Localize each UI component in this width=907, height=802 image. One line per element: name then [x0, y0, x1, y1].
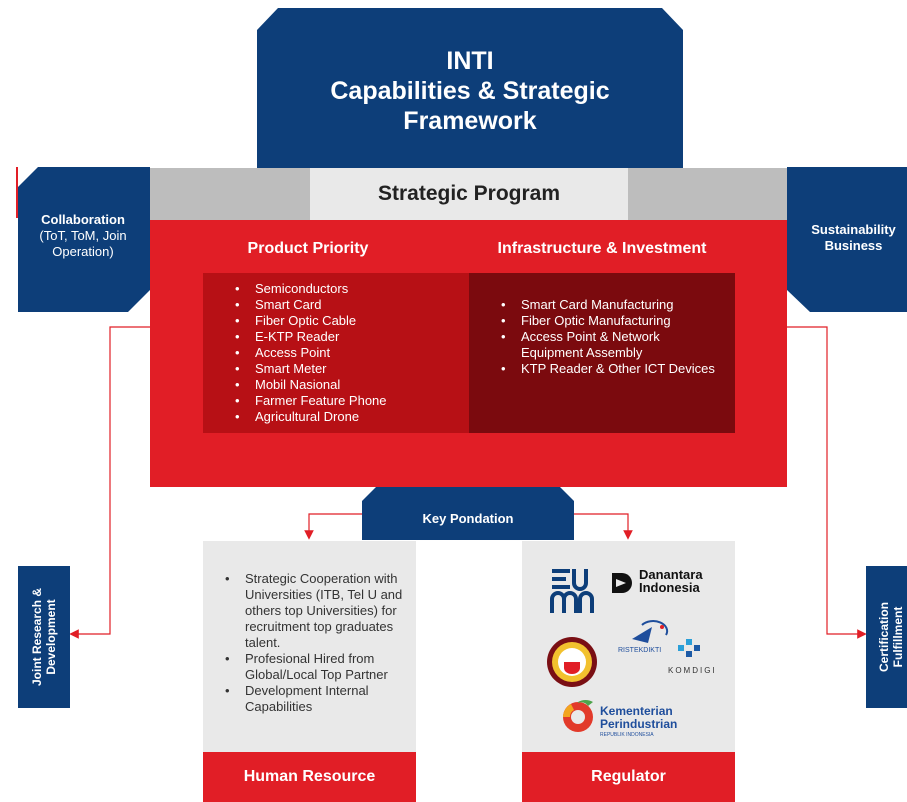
strategic-program-label: Strategic Program — [310, 168, 628, 220]
right-connector-line — [787, 326, 867, 639]
collaboration-label: Collaboration (ToT, ToM, Join Operation) — [18, 212, 148, 260]
kemenperin-name-2: Perindustrian — [600, 717, 677, 731]
kemenperin-logo — [563, 699, 593, 732]
infrastructure-title: Infrastructure & Investment — [497, 240, 707, 257]
list-item: Fiber Optic Manufacturing — [499, 313, 725, 329]
human-resource-label: Human Resource — [203, 752, 416, 802]
product-priority-title: Product Priority — [247, 240, 369, 257]
komdigi-logo — [678, 639, 700, 657]
list-item: Development Internal Capabilities — [223, 683, 408, 715]
list-item: Profesional Hired from Global/Local Top … — [223, 651, 408, 683]
title-line-3: Framework — [403, 107, 537, 135]
human-resource-list: Strategic Cooperation with Universities … — [223, 571, 408, 715]
sustainability-label: Sustainability Business — [811, 222, 896, 253]
collaboration-title: Collaboration — [41, 212, 125, 227]
danantara-country: Indonesia — [639, 580, 700, 595]
defense-seal-logo — [547, 637, 597, 687]
hr-connector-line — [304, 513, 362, 540]
list-item: Smart Card — [233, 297, 459, 313]
joint-rd-label: Joint Research & Development — [30, 588, 58, 686]
regulator-label: Regulator — [522, 752, 735, 802]
title-line-2: Capabilities & Strategic — [330, 77, 610, 105]
komdigi-name: KOMDIGI — [668, 666, 717, 675]
danantara-logo — [612, 573, 632, 593]
title-line-1: INTI — [446, 47, 494, 75]
infrastructure-list-box: Smart Card Manufacturing Fiber Optic Man… — [469, 273, 735, 433]
list-item: Farmer Feature Phone — [233, 393, 459, 409]
list-item: E-KTP Reader — [233, 329, 459, 345]
collaboration-detail: (ToT, ToM, Join Operation) — [39, 228, 127, 259]
list-item: Access Point — [233, 345, 459, 361]
certification-panel: Certification Fulfillment — [866, 566, 907, 708]
regulator-logos: Danantara Indonesia RISTEKDIKTI KOMDIGI — [547, 567, 717, 738]
list-item: Smart Card Manufacturing — [499, 297, 725, 313]
left-connector-line — [69, 326, 150, 639]
list-item: KTP Reader & Other ICT Devices — [499, 361, 725, 377]
framework-title: INTI Capabilities & Strategic Framework — [257, 8, 683, 168]
joint-rd-panel: Joint Research & Development — [18, 566, 70, 708]
list-item: Mobil Nasional — [233, 377, 459, 393]
certification-label: Certification Fulfillment — [877, 602, 905, 672]
product-priority-list-box: Semiconductors Smart Card Fiber Optic Ca… — [203, 273, 469, 433]
joint-rd-line-2: Development — [44, 599, 58, 675]
ristekdikti-logo — [632, 620, 669, 643]
list-item: Smart Meter — [233, 361, 459, 377]
list-item: Semiconductors — [233, 281, 459, 297]
kemenperin-name-1: Kementerian — [600, 704, 673, 718]
certification-line-2: Fulfillment — [890, 606, 905, 668]
list-item: Fiber Optic Cable — [233, 313, 459, 329]
kemenperin-name-3: REPUBLIK INDONESIA — [600, 732, 654, 738]
regulator-box: Danantara Indonesia RISTEKDIKTI KOMDIGI — [522, 541, 735, 753]
bumn-logo — [550, 569, 594, 613]
list-item: Access Point & Network Equipment Assembl… — [499, 329, 725, 361]
product-priority-list: Semiconductors Smart Card Fiber Optic Ca… — [233, 281, 459, 425]
danantara-name: Danantara — [639, 567, 703, 582]
regulator-connector-line — [574, 513, 633, 540]
infrastructure-list: Smart Card Manufacturing Fiber Optic Man… — [499, 297, 725, 377]
list-item: Agricultural Drone — [233, 409, 459, 425]
title-shape — [257, 8, 683, 168]
collaboration-shape — [18, 167, 150, 312]
human-resource-box: Strategic Cooperation with Universities … — [203, 541, 416, 753]
certification-line-1: Certification — [876, 601, 891, 673]
joint-rd-line-1: Joint Research & — [30, 587, 44, 687]
list-item: Strategic Cooperation with Universities … — [223, 571, 408, 651]
key-foundation-label: Key Pondation — [422, 510, 514, 526]
ristekdikti-name: RISTEKDIKTI — [618, 647, 661, 654]
sustainability-shape — [787, 167, 907, 312]
key-foundation-shape — [362, 487, 574, 540]
